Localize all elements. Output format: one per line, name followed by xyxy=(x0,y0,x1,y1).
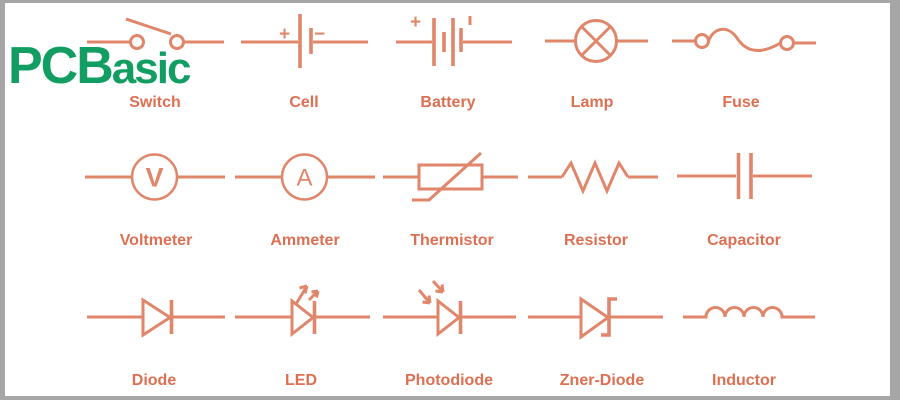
logo-text-pcb: PCB xyxy=(8,37,114,95)
label-zener-diode: Zner-Diode xyxy=(559,372,645,389)
label-lamp: Lamp xyxy=(570,94,614,111)
thermistor-symbol xyxy=(383,151,518,202)
label-cell: Cell xyxy=(289,94,319,111)
battery-plus-sign: + xyxy=(410,12,421,33)
voltmeter-letter: V xyxy=(145,163,163,193)
label-photodiode: Photodiode xyxy=(405,372,493,389)
lamp-symbol xyxy=(545,19,648,63)
label-resistor: Resistor xyxy=(563,232,629,249)
photodiode-arrows xyxy=(417,279,445,305)
label-thermistor: Thermistor xyxy=(410,232,494,249)
label-led: LED xyxy=(285,372,317,389)
label-switch: Switch xyxy=(129,94,181,111)
label-diode: Diode xyxy=(131,372,177,389)
cell-minus-sign: − xyxy=(314,24,325,45)
battery-symbol: + xyxy=(396,12,512,66)
ammeter-symbol: A xyxy=(235,153,375,201)
label-capacitor: Capacitor xyxy=(707,232,781,249)
ammeter-letter: A xyxy=(296,165,312,192)
label-inductor: Inductor xyxy=(712,372,776,389)
zener-diode-symbol xyxy=(528,296,663,340)
label-voltmeter: Voltmeter xyxy=(119,232,193,249)
label-ammeter: Ammeter xyxy=(270,232,340,249)
led-arrows xyxy=(294,284,320,305)
led-symbol xyxy=(235,284,370,338)
fuse-symbol xyxy=(672,27,816,52)
inductor-symbol xyxy=(683,306,815,319)
label-battery: Battery xyxy=(420,94,476,111)
resistor-symbol xyxy=(528,159,658,195)
switch-symbol xyxy=(87,17,224,50)
voltmeter-symbol: V xyxy=(85,153,225,201)
label-fuse: Fuse xyxy=(722,94,760,111)
pcbasic-logo: PCBasic xyxy=(8,37,192,95)
diode-symbol xyxy=(87,297,225,338)
logo-text-asic: asic xyxy=(111,44,192,93)
capacitor-symbol xyxy=(677,153,812,199)
photodiode-symbol xyxy=(383,279,516,338)
cell-symbol: + − xyxy=(241,14,368,68)
cell-plus-sign: + xyxy=(279,24,290,45)
